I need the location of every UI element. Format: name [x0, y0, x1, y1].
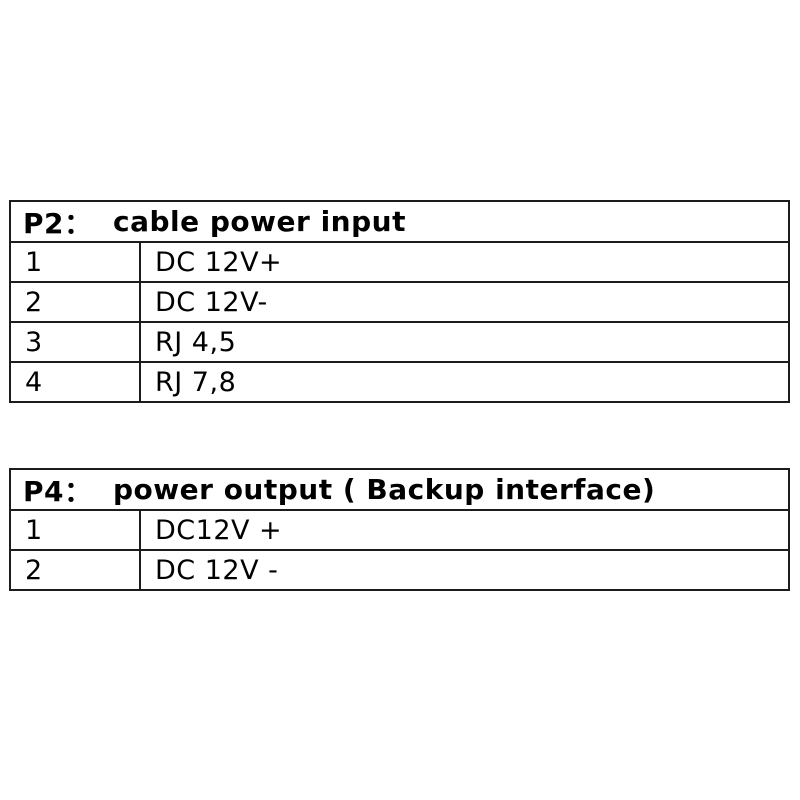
- pin-description-cell: RJ 7,8: [139, 363, 788, 401]
- pin-number-cell: 2: [25, 554, 43, 586]
- pin-number-cell: 1: [25, 514, 43, 546]
- p2-table-header: P2： cable power input: [11, 202, 788, 241]
- p4-pinout-table: P4： power output ( Backup interface) 1 D…: [9, 468, 790, 591]
- pin-number-cell: 4: [25, 366, 43, 398]
- table-row: 2 DC 12V-: [11, 281, 788, 321]
- p2-table-title: cable power input: [113, 205, 406, 238]
- p2-connector-label: P2：: [23, 206, 93, 240]
- p4-table-header: P4： power output ( Backup interface): [11, 470, 788, 509]
- table-row: 1 DC12V +: [11, 509, 788, 549]
- p4-connector-label: P4：: [23, 474, 93, 508]
- table-row: 1 DC 12V+: [11, 241, 788, 281]
- pin-description-cell: DC 12V+: [139, 243, 788, 281]
- pin-description-cell: DC12V +: [139, 511, 788, 549]
- p2-pinout-table: P2： cable power input 1 DC 12V+ 2 DC 12V…: [9, 200, 790, 403]
- pin-number-cell: 1: [25, 246, 43, 278]
- pin-number-cell: 2: [25, 286, 43, 318]
- table-row: 4 RJ 7,8: [11, 361, 788, 401]
- table-row: 2 DC 12V -: [11, 549, 788, 589]
- pin-description-cell: RJ 4,5: [139, 323, 788, 361]
- pin-number-cell: 3: [25, 326, 43, 358]
- table-row: 3 RJ 4,5: [11, 321, 788, 361]
- pin-description-cell: DC 12V-: [139, 283, 788, 321]
- p4-table-title: power output ( Backup interface): [113, 473, 656, 506]
- pin-description-cell: DC 12V -: [139, 551, 788, 589]
